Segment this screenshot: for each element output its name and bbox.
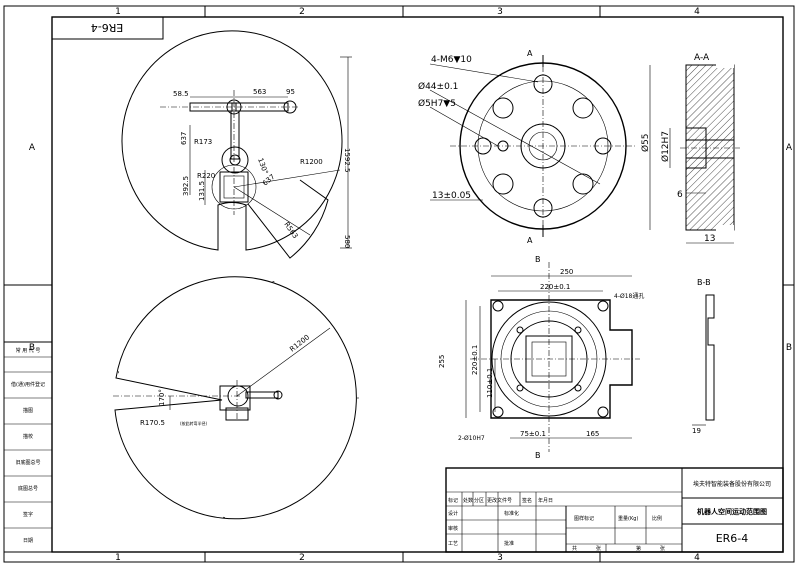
zone-left-b: B xyxy=(29,343,35,353)
top-dim: R173 xyxy=(194,138,212,146)
tb-std: 标准化 xyxy=(504,510,519,517)
flange-view: 4-M6▼10 Ø44±0.1 Ø5H7▼5 13±0.05 A A xyxy=(418,49,636,245)
tb-header: 年月日 xyxy=(538,497,553,504)
flange-label: Ø44±0.1 xyxy=(418,81,458,92)
top-dim: 58.5 xyxy=(173,90,189,98)
base-label: 110±0.1 xyxy=(486,368,494,398)
base-label: 2-Ø10H7 xyxy=(458,435,485,442)
base-label: 165 xyxy=(586,430,599,438)
top-dim: 637 xyxy=(261,173,276,188)
base-label: 220±0.1 xyxy=(540,283,570,291)
tb-sheet: 张 xyxy=(596,545,601,552)
base-label: B xyxy=(535,255,541,264)
left-col-label: 底图总号 xyxy=(18,485,38,492)
tb-company: 埃夫特智能装备股份有限公司 xyxy=(693,480,771,488)
zone-right-b: B xyxy=(786,343,792,353)
zone-top-2: 2 xyxy=(299,7,305,17)
side-view: R1200 170° R170.5 (按此转弯半径) xyxy=(113,275,359,520)
tb-stage: 图样标记 xyxy=(574,515,594,522)
left-col-label: 常 用 代 号 xyxy=(16,347,41,354)
section-bb-label: 19 xyxy=(692,427,701,435)
left-col-label: 旧底图总号 xyxy=(15,459,40,466)
zone-bottom-2: 2 xyxy=(299,553,305,563)
side-dim: 170° xyxy=(158,389,166,406)
top-view: 58.5 563 95 637 R173 130° R220 392.5 131… xyxy=(121,30,352,259)
section-bb: B-B 19 xyxy=(692,278,715,435)
section-aa-label: Ø12H7 xyxy=(660,131,671,162)
drawing-frame xyxy=(3,5,795,563)
top-dim: 1592.5 xyxy=(343,148,351,173)
base-label: 255 xyxy=(438,355,446,368)
tb-role: 工艺 xyxy=(448,541,458,547)
zone-bottom-1: 1 xyxy=(115,553,121,563)
tb-sheet: 张 xyxy=(660,545,665,552)
base-label: 220±0.1 xyxy=(471,345,479,375)
zone-top-1: 1 xyxy=(115,7,121,17)
base-label: 250 xyxy=(560,268,573,276)
top-dim: 131.5 xyxy=(198,181,206,201)
top-dim: 580 xyxy=(343,235,351,248)
tb-role: 设计 xyxy=(448,510,458,517)
side-dim: R170.5 xyxy=(140,419,165,427)
tb-header: 处数 xyxy=(463,497,473,504)
side-note: (按此转弯半径) xyxy=(180,420,208,426)
top-dim: R1200 xyxy=(300,158,323,166)
left-col-label: 日期 xyxy=(23,538,33,544)
tb-sheet: 共 xyxy=(572,545,577,552)
tb-drawing-number: ER6-4 xyxy=(716,532,749,545)
top-dim: 637 xyxy=(180,132,188,145)
flange-label: A xyxy=(527,49,533,58)
tb-header: 更改文件号 xyxy=(487,497,512,504)
zone-left-a: A xyxy=(29,143,36,153)
zone-bottom-3: 3 xyxy=(497,553,503,563)
section-aa-label: Ø55 xyxy=(640,133,651,152)
zone-right-a: A xyxy=(786,143,793,153)
tb-sheet: 第 xyxy=(636,545,641,552)
section-aa-label: 13 xyxy=(704,234,715,244)
title-tab: ER6-4 xyxy=(51,16,164,40)
title-tab-text: ER6-4 xyxy=(91,21,124,34)
top-dim: R220 xyxy=(197,172,215,180)
tb-header: 分区 xyxy=(474,497,484,504)
section-aa: A-A Ø55 Ø12H7 6 13 xyxy=(640,53,740,244)
top-dim: 95 xyxy=(286,88,295,96)
zone-bottom-4: 4 xyxy=(694,553,700,563)
base-label: 75±0.1 xyxy=(520,430,546,438)
flange-label: A xyxy=(527,236,533,245)
tb-role: 审核 xyxy=(448,525,458,532)
base-label: 4-Ø18通孔 xyxy=(614,292,644,300)
left-col-label: 签字 xyxy=(23,511,33,518)
zone-top-4: 4 xyxy=(694,7,700,17)
left-column-table: 常 用 代 号 借(通)用件登记 描图 描校 旧底图总号 底图总号 签字 日期 xyxy=(3,341,53,553)
flange-label: 4-M6▼10 xyxy=(431,55,472,65)
top-dim: 563 xyxy=(253,88,266,96)
side-dim: R1200 xyxy=(288,333,311,353)
top-dim: 130° xyxy=(256,157,269,176)
tb-weight: 重量(Kg) xyxy=(618,515,638,522)
zone-top-3: 3 xyxy=(497,7,503,17)
left-col-label: 描校 xyxy=(23,433,33,440)
left-col-label: 借(通)用件登记 xyxy=(11,381,45,388)
section-aa-label: 6 xyxy=(677,190,683,200)
top-dim: 392.5 xyxy=(182,176,190,196)
section-bb-label: B-B xyxy=(697,278,711,287)
flange-label: Ø5H7▼5 xyxy=(418,98,456,109)
left-col-label: 描图 xyxy=(23,407,33,414)
tb-header: 签名 xyxy=(522,497,532,504)
zone-labels: 1 2 3 4 1 2 3 4 A B A B xyxy=(29,7,793,563)
base-view: B 250 220±0.1 4-Ø18通孔 255 220±0.1 110±0.… xyxy=(438,255,644,460)
section-aa-label: A-A xyxy=(694,53,710,63)
base-label: B xyxy=(535,451,541,460)
tb-scale: 比例 xyxy=(652,515,662,522)
tb-header: 标记 xyxy=(448,497,458,504)
tb-drawing-title: 机器人空间运动范围图 xyxy=(697,507,767,516)
title-block: 标记 处数 分区 更改文件号 签名 年月日 设计 审核 工艺 标准化 批准 图样… xyxy=(445,467,784,553)
tb-approve: 批准 xyxy=(504,540,514,547)
flange-label: 13±0.05 xyxy=(432,191,471,201)
